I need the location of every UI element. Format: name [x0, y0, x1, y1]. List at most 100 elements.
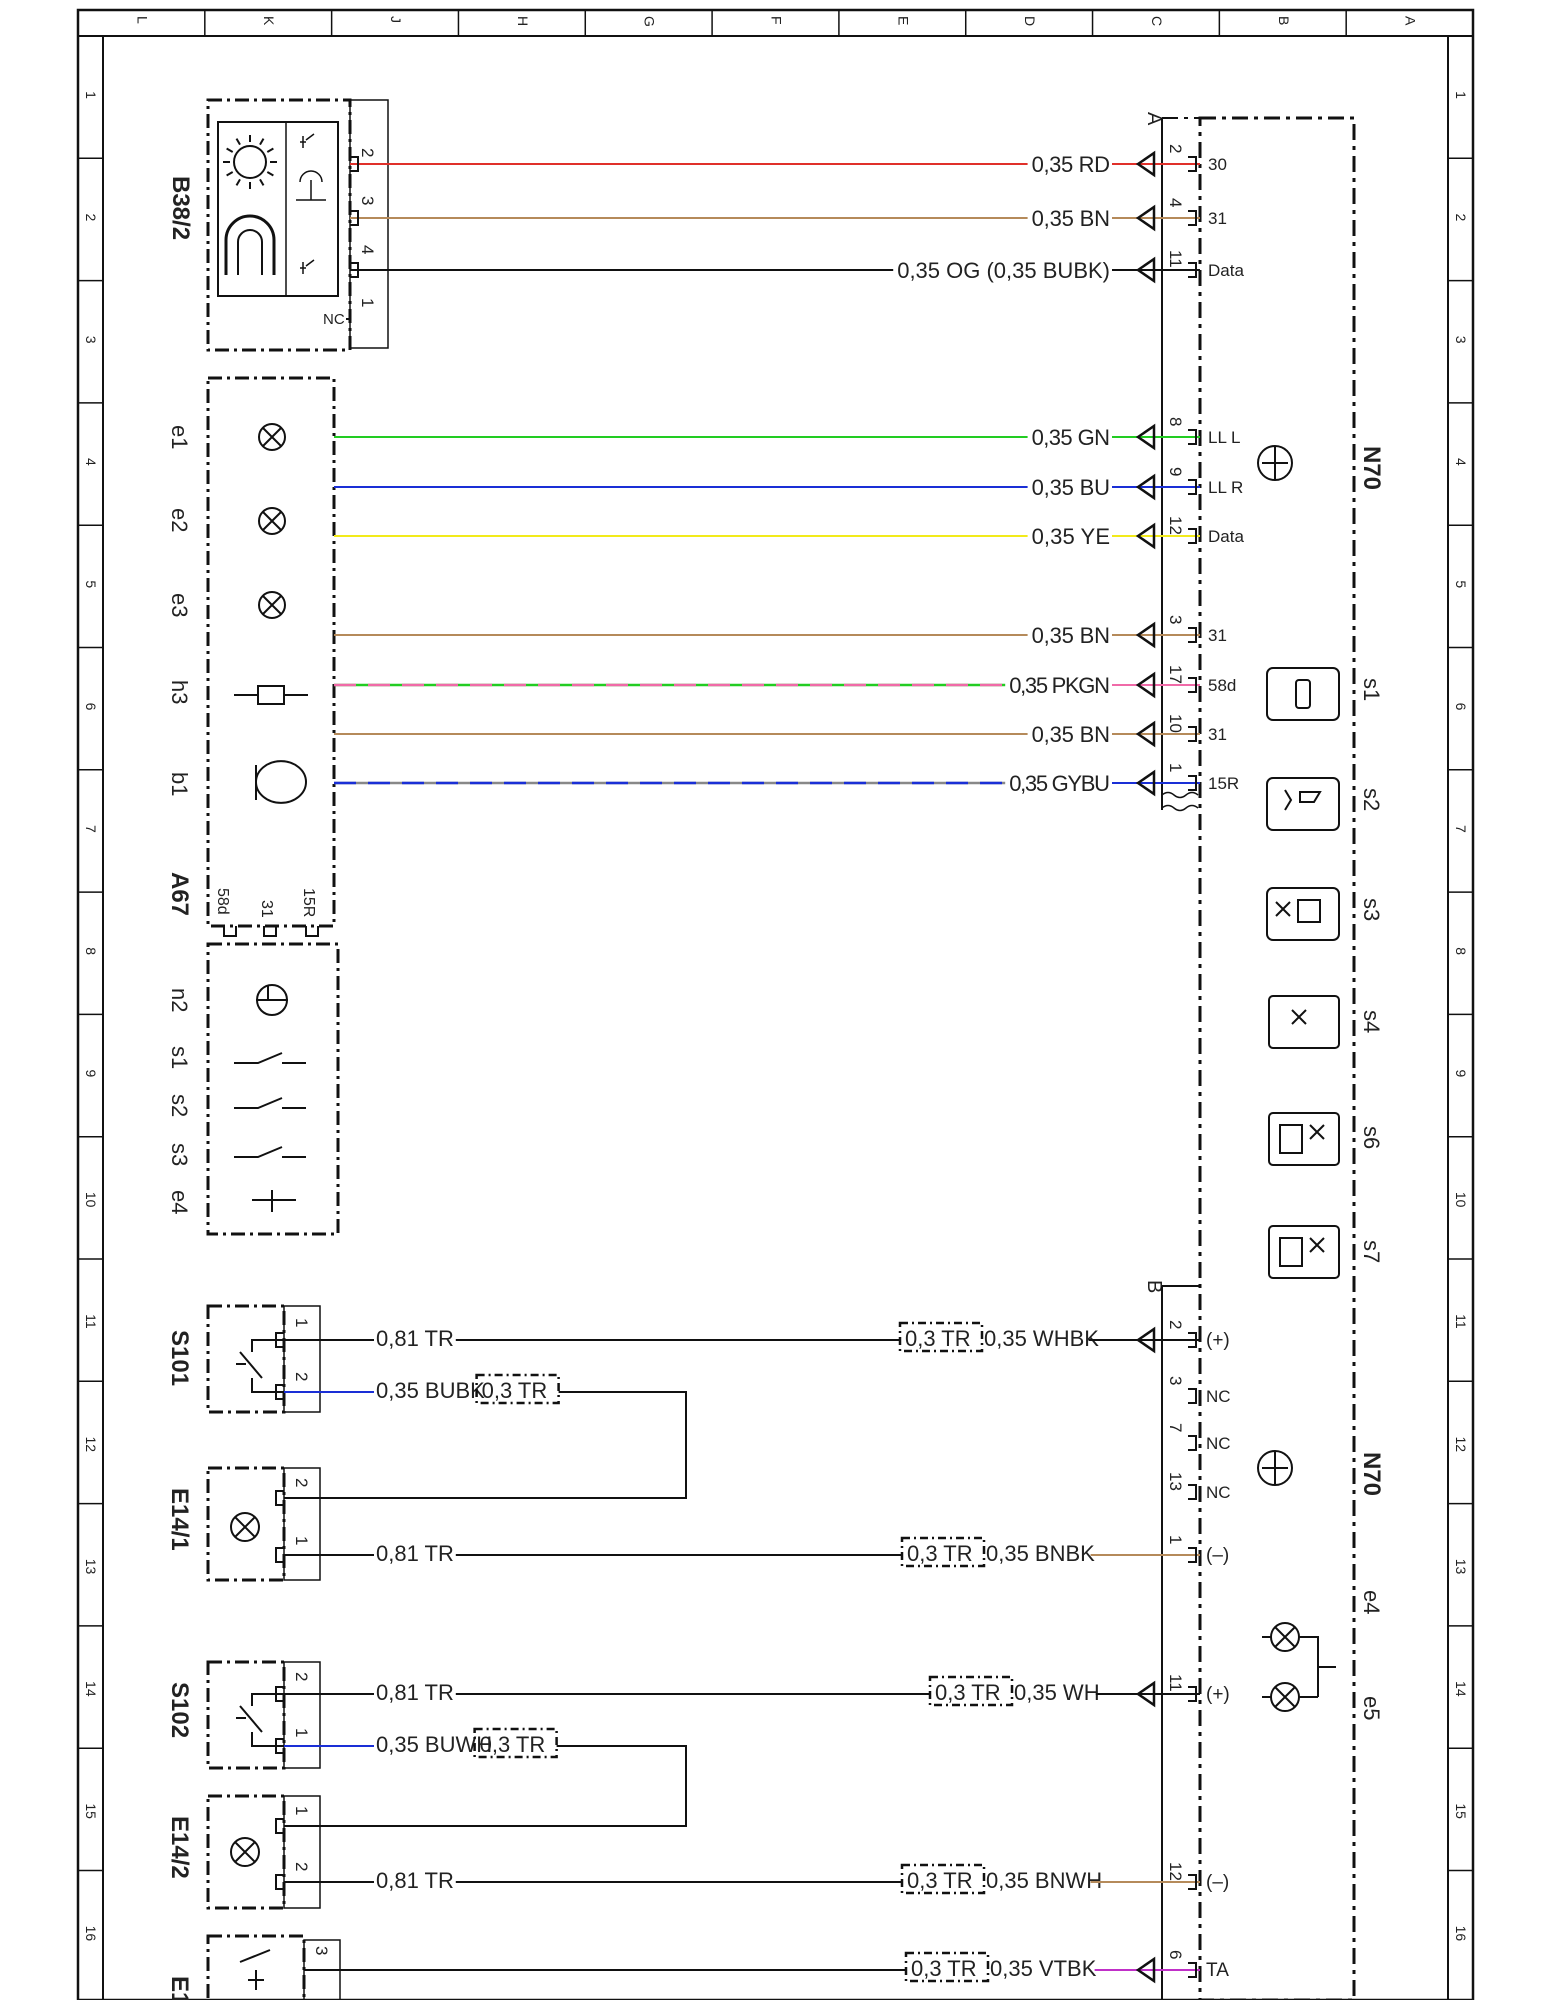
connector-arrow-icon	[1135, 671, 1156, 699]
wire-label: 0,35 VTBK	[990, 1956, 1097, 1981]
n70-pin-number: 12	[1166, 516, 1185, 535]
s102-pin-1: 1	[292, 1728, 311, 1737]
grid-column-label: G	[642, 16, 658, 27]
n70-pin-function: LL R	[1208, 478, 1243, 497]
shield-label: 0,3 TR	[482, 1378, 548, 1403]
n70-pin-number: 1	[1166, 763, 1185, 772]
connector-b-label: B	[1143, 1280, 1165, 1293]
s102-pin-2: 2	[292, 1672, 311, 1681]
wire-label: 0,81 TR	[376, 1868, 454, 1893]
switch-s102	[206, 1660, 321, 1770]
n70-pin-function: 15R	[1208, 774, 1239, 793]
n70-pin-function: NC	[1206, 1387, 1231, 1406]
n70-item-s1: s1	[1359, 678, 1384, 701]
wire-label: 0,35 GN	[1032, 425, 1110, 450]
e14-2-pin-1: 1	[292, 1806, 311, 1815]
wire-label: 0,35 GYBU	[1009, 771, 1110, 796]
lamp-e5-icon	[1262, 1636, 1336, 1712]
wire-label: 0,35 WH	[1014, 1680, 1100, 1705]
grid-row-label-right: 14	[1453, 1681, 1469, 1697]
a67-item-h3: h3	[167, 680, 192, 704]
n70-pin-function: (–)	[1206, 1545, 1229, 1566]
n70-b-icons	[1257, 1450, 1336, 1712]
n70-connector-a: A	[1143, 112, 1356, 2000]
grid-row-label-left: 12	[83, 1436, 99, 1452]
n70-pin-function: Data	[1208, 527, 1244, 546]
wire-label: 0,35 YE	[1032, 524, 1110, 549]
n70-pin-function: (+)	[1206, 1684, 1230, 1705]
grid-row-label-left: 16	[83, 1926, 99, 1942]
grid-row-label-left: 9	[83, 1070, 99, 1078]
switch-s6-icon	[1268, 1112, 1340, 1166]
grid-column-label: A	[1403, 16, 1419, 26]
s102-label: S102	[166, 1682, 193, 1738]
module-transistor-icon	[1257, 445, 1293, 481]
grid-column-label: C	[1149, 16, 1165, 26]
connector-arrow-icon	[1135, 1680, 1156, 1708]
n70-pin-number: 8	[1166, 417, 1185, 426]
a67-item-e3: e3	[167, 593, 192, 617]
connector-arrow-icon	[1135, 522, 1156, 550]
e14-2-label: E14/2	[166, 1816, 193, 1879]
n70-a-label: N70	[1358, 446, 1385, 490]
grid-row-label-right: 1	[1453, 91, 1469, 99]
connector-arrow-icon	[1135, 1326, 1156, 1354]
n70-pin-function: 58d	[1208, 676, 1236, 695]
n70-pin-function: 31	[1208, 626, 1227, 645]
grid-row-label-right: 7	[1453, 825, 1469, 833]
switch-s3-icon	[1266, 887, 1340, 941]
grid-column-label: B	[1276, 16, 1292, 25]
connector-arrow-icon	[1135, 473, 1156, 501]
n70-pin-number: 11	[1166, 250, 1185, 268]
sun-icon	[223, 135, 277, 189]
n70-pin-function: TA	[1206, 1960, 1229, 1981]
a67-item-b1: b1	[167, 772, 192, 796]
n70-item-s4: s4	[1359, 1010, 1384, 1033]
e14-1-label: E14/1	[166, 1488, 193, 1551]
n70-pin-number: 3	[1166, 615, 1185, 624]
e14-1-pin-1: 1	[292, 1536, 311, 1545]
wire-label: 0,81 TR	[376, 1680, 454, 1705]
n70-pin-number: 17	[1166, 665, 1185, 684]
a67-item-s2: s2	[167, 1094, 192, 1117]
b38-pin-4: 4	[358, 245, 377, 254]
grid-row-label-right: 13	[1453, 1559, 1469, 1575]
n70-pin-number: 7	[1166, 1423, 1185, 1432]
grid-column-label: H	[515, 16, 531, 26]
n70-b-item-e5: e5	[1359, 1696, 1384, 1720]
grid-row-label-left: 7	[83, 825, 99, 833]
grid-row-label-left: 4	[83, 458, 99, 466]
n70-a-icons	[1257, 445, 1340, 1279]
wire-label: 0,35 BUBK	[376, 1378, 485, 1403]
wire-label: 0,81 TR	[376, 1541, 454, 1566]
n70-pin-number: 1	[1166, 1535, 1185, 1544]
connector-arrow-icon	[1135, 423, 1156, 451]
grid-row-label-left: 11	[83, 1314, 99, 1329]
wire-label: 0,35 BNBK	[986, 1541, 1095, 1566]
grid-row-label-left: 2	[83, 213, 99, 221]
grid-row-label-right: 6	[1453, 703, 1469, 711]
n70-pin-function: (+)	[1206, 1330, 1230, 1351]
tunnel-icon	[224, 214, 276, 275]
shield-label: 0,3 TR	[480, 1732, 546, 1757]
module-b-transistor-icon	[1257, 1450, 1293, 1486]
grid-row-label-left: 14	[83, 1681, 99, 1697]
grid-column-label: D	[1022, 16, 1038, 26]
nc-pin: 3NC	[1166, 1376, 1231, 1406]
connector-a-label: A	[1143, 112, 1165, 126]
n70-pin-number: 3	[1166, 1376, 1185, 1385]
